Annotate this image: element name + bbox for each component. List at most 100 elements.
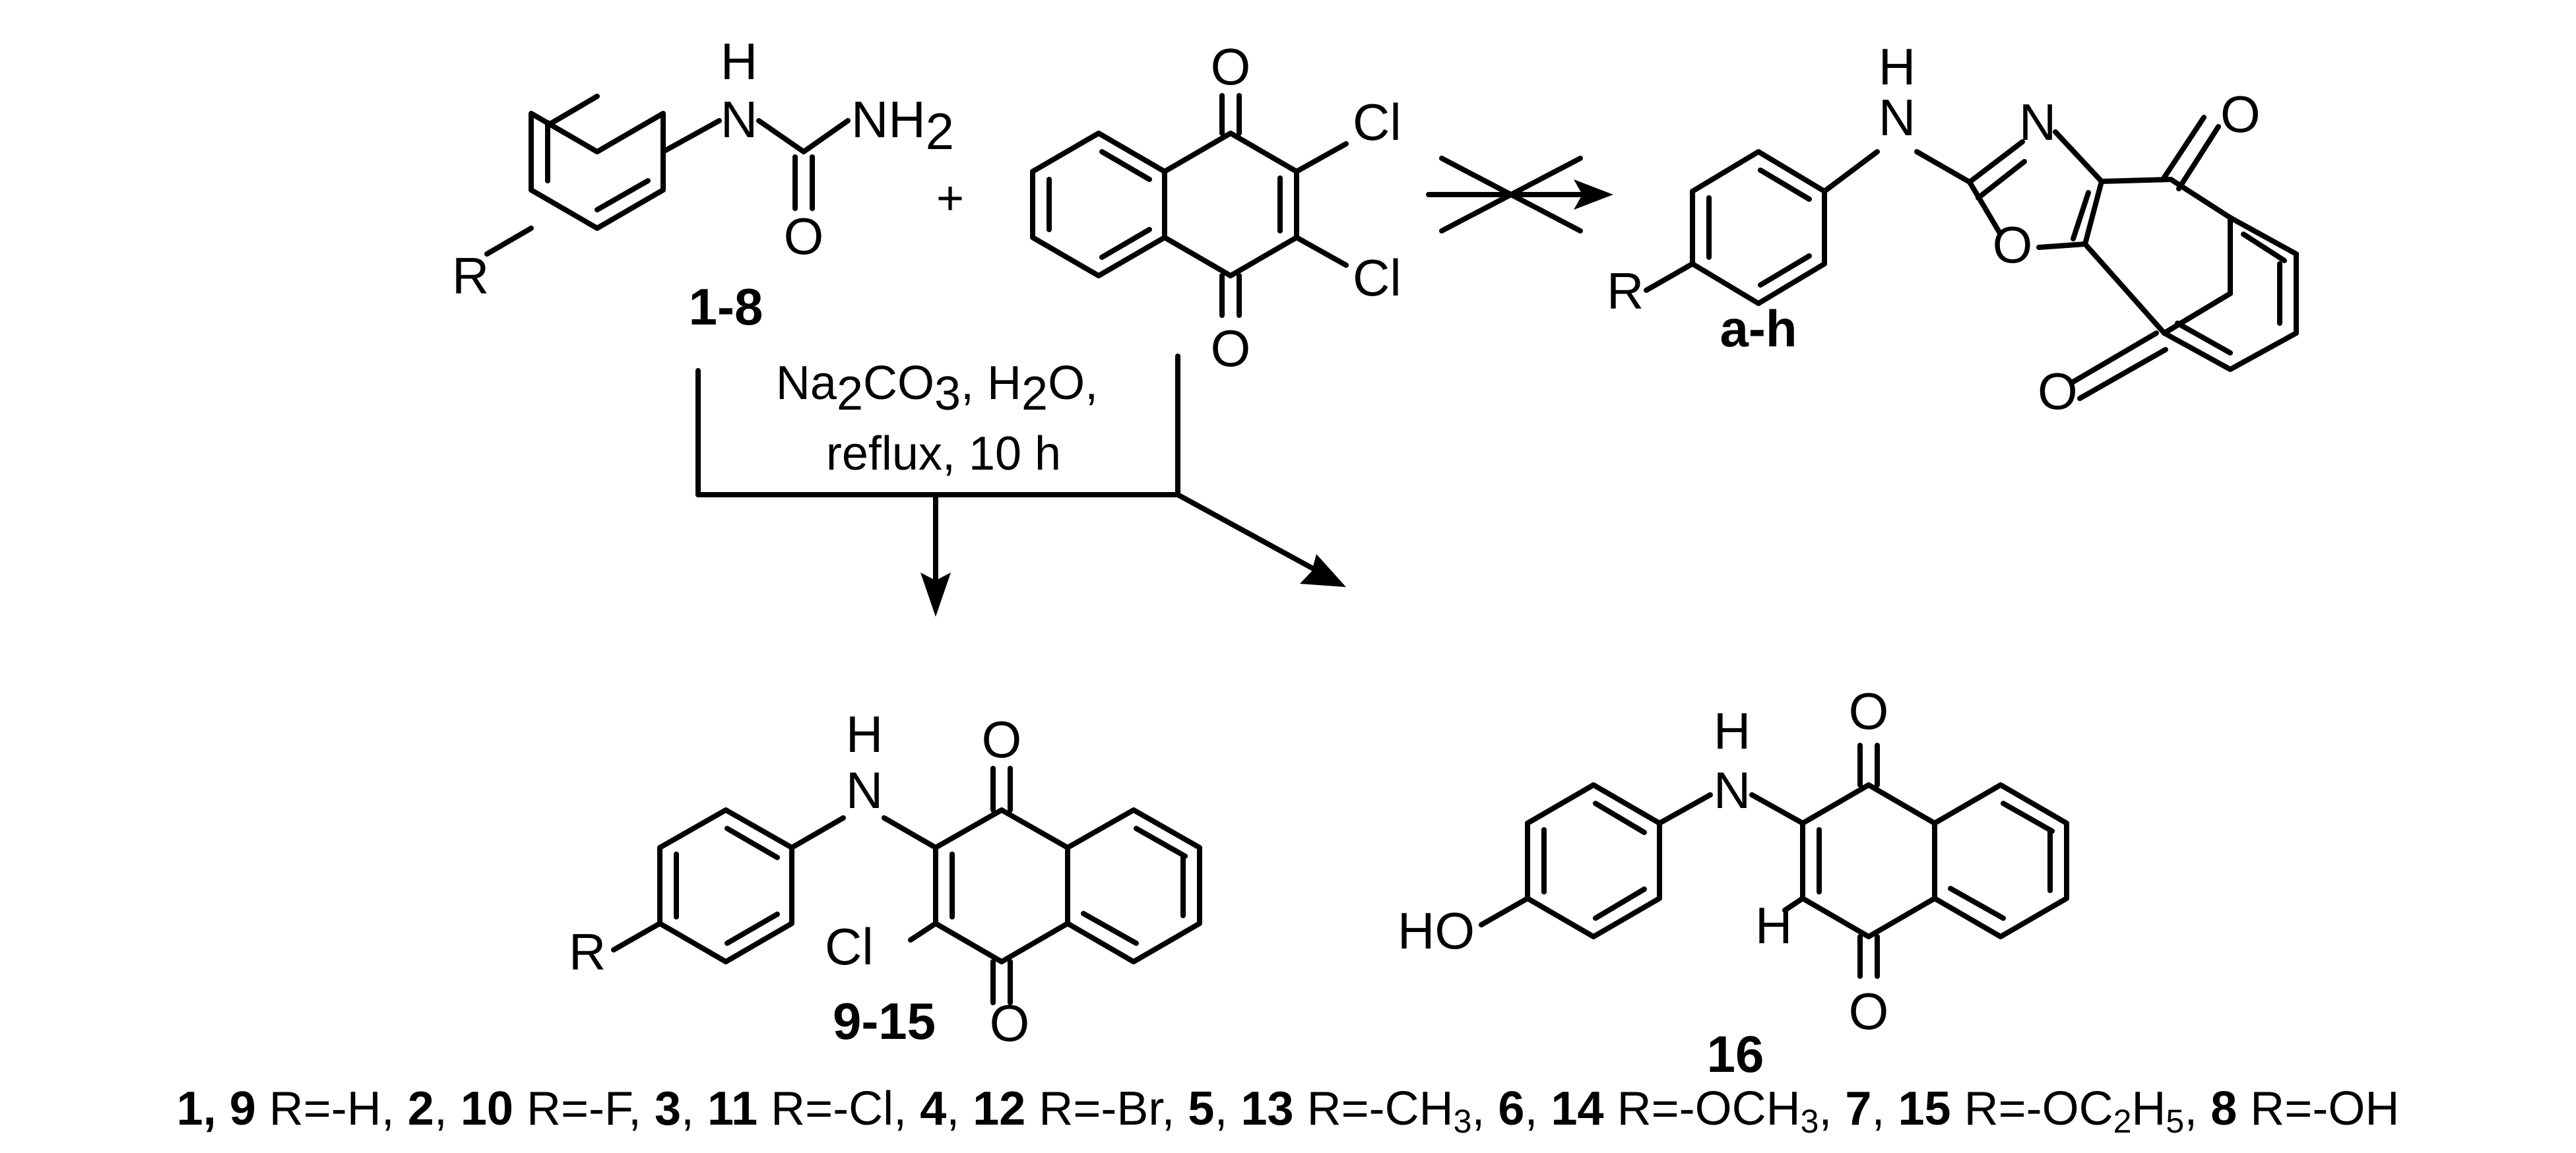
legend-entry: 8 R=-OH [2210, 1082, 2399, 1135]
p16-n-label: N [1714, 761, 1751, 819]
legend-compound-ids: 4 [920, 1082, 947, 1135]
p16-o-bottom-label: O [1849, 982, 1889, 1040]
product-ah-ring-double-bond [1758, 168, 1812, 202]
p915-r-label: R [569, 923, 606, 981]
p915-c-n-bond [789, 815, 846, 850]
product-ah-r-label: R [1607, 262, 1644, 320]
product-ah-benzo-ring [2162, 215, 2299, 372]
urea-ring-double-bond [545, 94, 600, 128]
p915-phenyl-ring [657, 807, 794, 964]
p16-benzo-ring [1932, 782, 2069, 939]
legend-compound-ids: 12 [973, 1082, 1026, 1135]
product-ah-oxazole-bond [2053, 129, 2104, 184]
legend-compound-ids: 5 [1188, 1082, 1215, 1135]
product-ah-o-ring-label: O [1993, 216, 2033, 274]
reactant-dichloronaphthoquinone: O O Cl Cl [1030, 38, 1401, 377]
quinone-benzo-double-bond [1099, 149, 1152, 182]
conditions-line1: Na2CO3, H2O, [776, 357, 1098, 420]
urea-ring-double-bond [595, 178, 651, 212]
quinone-cl-bottom-label: Cl [1353, 249, 1401, 307]
legend-substituent: , [1214, 1082, 1241, 1135]
p16-ring-double-bond [1593, 887, 1647, 921]
legend-separator: , [2184, 1082, 2211, 1135]
legend-compound-ids: 15 [1898, 1082, 1951, 1135]
p16-benzo-double-bond [2001, 801, 2055, 834]
p16-h-top-label: H [1714, 702, 1751, 760]
legend-substituent: , [681, 1082, 708, 1135]
p915-c-cl-bond [908, 921, 938, 943]
product-hydroxy-naphthoquinone: H N O O H HO 16 [1398, 682, 2069, 1083]
legend-substituent: , [434, 1082, 461, 1135]
quinone-benzo-double-bond [1099, 227, 1152, 260]
p915-quinone-ring [933, 807, 1070, 964]
quinone-c-cl-bond [1294, 235, 1349, 268]
urea-c-n-bond [660, 118, 722, 154]
p16-c-h-bond [1782, 896, 1805, 913]
quinone-cl-top-label: Cl [1353, 93, 1401, 151]
product-ah-c-n-bond [1822, 149, 1880, 194]
product-ah-o-bottom-label: O [2038, 362, 2078, 420]
product-ah-quinone-bond [2099, 177, 2174, 184]
legend-entry: 13 R=-CH3, [1240, 1082, 1498, 1140]
legend-separator: , [1819, 1082, 1846, 1135]
legend-subscript: 3 [1800, 1103, 1819, 1140]
legend-compound-ids: 6 [1498, 1082, 1525, 1135]
product-chloro-naphthoquinone: H N O O Cl R 9-15 [569, 705, 1202, 1052]
legend-entry: 1, 9 R=-H, [177, 1082, 408, 1135]
urea-r-bond [484, 226, 534, 257]
legend-substituent: , [1871, 1082, 1898, 1135]
legend-compound-ids: 8 [2210, 1082, 2238, 1135]
p16-quinone-ring [1800, 782, 1937, 939]
p915-o-bottom-label: O [990, 994, 1030, 1052]
legend-entry: 6, [1498, 1082, 1551, 1135]
legend-entry: 2, [408, 1082, 461, 1135]
product-ah-r-bond [1644, 261, 1695, 293]
quinone-c-cl-bond [1294, 141, 1349, 174]
legend-compound-ids: 7 [1845, 1082, 1872, 1135]
urea-n-c-bond [756, 118, 806, 154]
urea-nh2-label: NH2 [851, 90, 954, 160]
product-ah-carbonyl-top [2176, 124, 2221, 191]
p16-benzo-double-bond [1948, 886, 2006, 921]
p16-c-oh-bond [1479, 896, 1530, 927]
legend-compound-ids: 14 [1551, 1082, 1604, 1135]
legend-compound-ids: 11 [707, 1082, 758, 1135]
legend-entry: 12 R=-Br, [973, 1082, 1188, 1135]
product-ah-carbonyl-bottom [2069, 330, 2159, 385]
quinone-o-bottom-label: O [1211, 319, 1251, 377]
compound-label-a-h: a-h [1720, 299, 1797, 358]
compound-label-9-15: 9-15 [833, 992, 936, 1050]
product-ah-n-ring-label: N [2019, 93, 2056, 151]
product-ah-n-amine-label: N [1879, 88, 1916, 146]
legend-separator: , [1471, 1082, 1498, 1135]
product-ah-oxazole-bond [1967, 139, 2025, 185]
urea-o-label: O [784, 207, 824, 265]
p915-benzo-double-bond [1081, 911, 1139, 946]
reaction-arrows [695, 354, 1346, 617]
product-ah-oxazole-double-bond [1976, 159, 2027, 201]
product-ah-oxazole-bond [1967, 179, 2002, 235]
legend-entry: 10 R=-F, [461, 1082, 655, 1135]
legend-compound-ids: 13 [1240, 1082, 1294, 1135]
p16-o-top-label: O [1849, 682, 1889, 740]
p915-ring-double-bond [724, 826, 780, 860]
legend-entry: 7, [1845, 1082, 1898, 1135]
legend-substituent: R=-OCH [1603, 1082, 1801, 1135]
legend-subscript: 2 [2113, 1103, 2132, 1140]
legend-entry: 11 R=-Cl, [707, 1082, 920, 1135]
product-ah-phenyl-ring [1690, 149, 1827, 306]
legend-substituent: R=-CH [1293, 1082, 1454, 1135]
quinone-o-top-label: O [1211, 38, 1251, 96]
quinone-ring [1162, 131, 1299, 278]
product-ah-oxazole-bond [2036, 241, 2088, 250]
product-ah-quinone-bond [2082, 241, 2167, 336]
product-ah-carbonyl-top [2160, 115, 2206, 182]
p915-n-c-bond [882, 815, 938, 850]
compound-label-16: 16 [1707, 1025, 1764, 1083]
p16-ho-label: HO [1398, 902, 1475, 960]
product-ah-h-label: H [1879, 38, 1916, 96]
product-ah-benzo-double-bond [2241, 232, 2287, 263]
legend-entry: 3, [655, 1082, 707, 1135]
p915-ring-double-bond [724, 912, 780, 946]
reaction-conditions: Na2CO3, H2O, reflux, 10 h [776, 357, 1098, 480]
